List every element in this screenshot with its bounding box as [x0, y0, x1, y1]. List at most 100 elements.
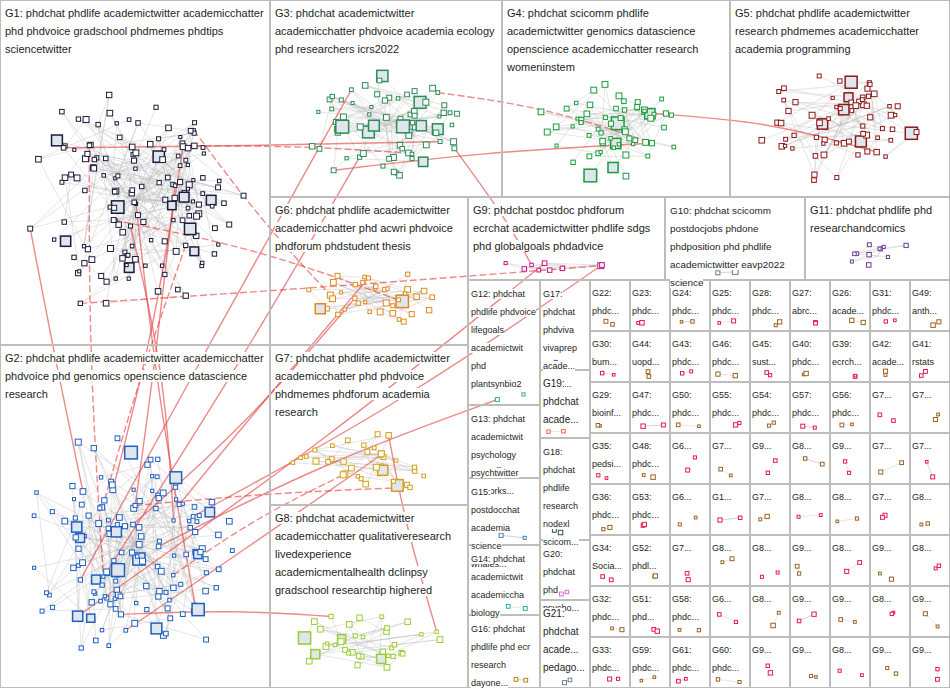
group-box: G61: phdc...: [670, 637, 710, 688]
vertex: [94, 638, 99, 643]
vertex: [145, 462, 150, 467]
vertex: [217, 179, 221, 183]
vertex-link: [784, 100, 815, 175]
group-box: G8...: [790, 433, 830, 484]
vertex: [186, 187, 189, 190]
vertex: [410, 156, 414, 160]
vertex: [103, 300, 109, 306]
vertex: [681, 372, 684, 375]
vertex: [895, 104, 900, 109]
vertex-link: [345, 291, 424, 309]
vertex-link: [135, 194, 203, 200]
vertex: [442, 103, 447, 108]
vertex: [160, 264, 163, 267]
vertex-link: [332, 446, 381, 455]
vertex: [157, 589, 163, 595]
vertex: [397, 173, 403, 179]
vertex: [230, 549, 234, 553]
vertex-link: [135, 544, 219, 570]
group-label: G9...: [912, 594, 932, 604]
vertex: [113, 607, 118, 612]
vertex: [116, 174, 120, 178]
vertex: [124, 263, 134, 273]
vertex: [732, 319, 736, 323]
vertex: [100, 583, 104, 587]
vertex: [346, 621, 352, 627]
vertex: [438, 140, 442, 144]
vertex-link: [506, 263, 525, 269]
group-label: G8: phdchat academictwitter academicchat…: [275, 512, 451, 596]
group-label: G54: phdc...: [752, 390, 779, 418]
vertex: [719, 467, 723, 471]
vertex-link: [501, 535, 525, 537]
vertex: [936, 667, 939, 670]
vertex: [201, 192, 205, 196]
vertex: [52, 238, 55, 241]
vertex: [611, 627, 614, 630]
vertex: [678, 629, 681, 632]
vertex: [760, 575, 763, 578]
vertex: [677, 679, 681, 683]
group-label: G24: phdc...: [672, 288, 699, 316]
vertex-link: [327, 293, 405, 308]
vertex-link: [62, 112, 186, 296]
vertex: [362, 443, 366, 447]
vertex: [797, 515, 800, 518]
vertex: [87, 143, 91, 147]
vertex: [850, 109, 854, 113]
vertex: [421, 288, 427, 294]
vertex: [738, 681, 741, 684]
vertex: [86, 513, 91, 518]
vertex: [441, 110, 446, 115]
vertex: [602, 528, 605, 531]
vertex: [684, 677, 687, 680]
vertex: [412, 465, 416, 469]
vertex-link: [594, 90, 646, 142]
group-box: G26: acade...: [830, 280, 870, 331]
vertex: [373, 464, 379, 470]
vertex: [880, 127, 884, 131]
vertex-link: [573, 126, 648, 156]
vertex: [89, 600, 94, 605]
vertex: [405, 619, 411, 625]
vertex: [562, 681, 566, 685]
vertex: [73, 535, 78, 540]
vertex-link: [784, 100, 816, 156]
group-box: G34: Socia...: [590, 535, 630, 586]
vertex: [355, 663, 360, 668]
group-label: G6: phdchat phdlife academictwitter acad…: [275, 204, 453, 252]
group-box: G7...: [670, 535, 710, 586]
vertex: [678, 523, 681, 526]
group-label: G8...: [912, 492, 932, 502]
vertex: [819, 514, 822, 517]
vertex-link: [331, 616, 345, 650]
vertex: [166, 125, 172, 131]
vertex: [565, 590, 568, 593]
vertex-link: [106, 158, 178, 289]
vertex: [587, 102, 592, 107]
vertex-link: [556, 123, 581, 127]
vertex: [193, 529, 198, 534]
group-label: G7...: [872, 441, 892, 451]
group-box: G8...: [870, 586, 910, 637]
vertex: [894, 672, 897, 675]
group-box: G28: phdc...: [750, 280, 790, 331]
group-link: [159, 400, 498, 547]
vertex: [777, 90, 781, 94]
vertex: [821, 152, 827, 158]
vertex: [616, 93, 622, 99]
vertex: [343, 308, 346, 311]
vertex: [112, 189, 117, 194]
vertex: [400, 652, 405, 657]
vertex-link: [79, 123, 138, 271]
vertex: [349, 465, 355, 471]
vertex: [600, 263, 605, 268]
vertex-link: [110, 113, 202, 266]
vertex: [298, 632, 310, 644]
vertex: [227, 222, 232, 227]
vertex-link: [556, 84, 605, 126]
vertex: [765, 514, 769, 518]
vertex-link: [135, 535, 218, 544]
group-label: G43: phdc...: [672, 339, 699, 367]
vertex: [336, 312, 340, 316]
